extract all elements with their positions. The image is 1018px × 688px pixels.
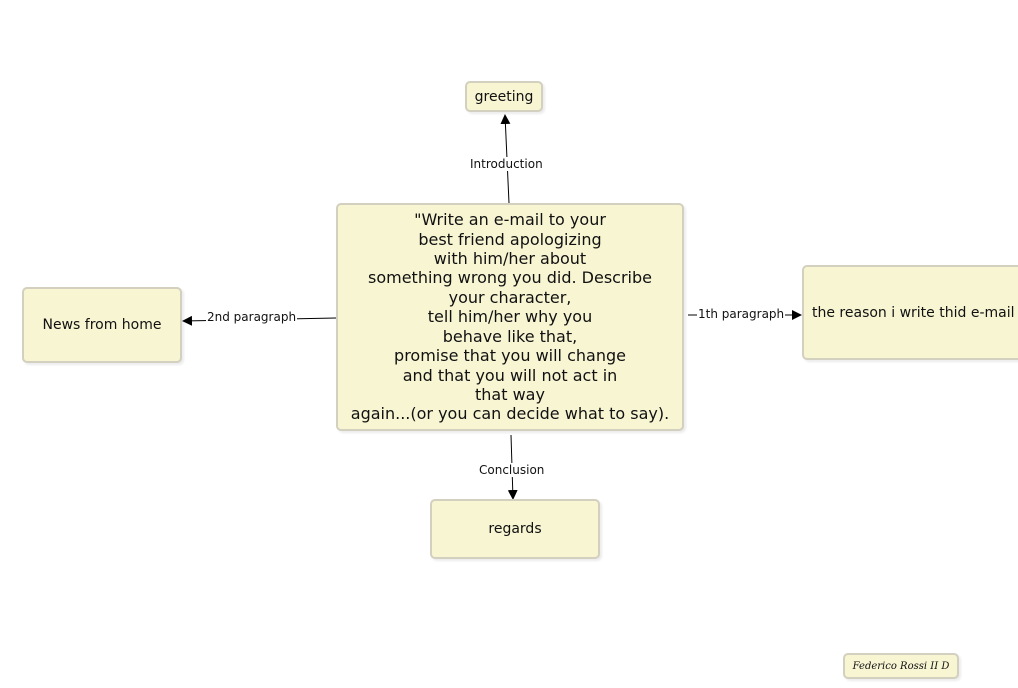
central-topic-node[interactable]: "Write an e-mail to your best friend apo… [336,203,684,431]
news-from-home-text: News from home [42,317,162,333]
author-text: Federico Rossi II D [852,660,950,672]
news-from-home-node[interactable]: News from home [22,287,182,363]
central-topic-text: "Write an e-mail to your best friend apo… [350,210,670,424]
greeting-node[interactable]: greeting [465,81,543,112]
second-paragraph-link-label: 2nd paragraph [206,310,298,324]
conclusion-link-label: Conclusion [478,463,546,477]
greeting-text: greeting [474,88,534,105]
reason-node[interactable]: the reason i write thid e-mail [802,265,1018,360]
reason-text: the reason i write thid e-mail [812,304,1015,321]
regards-node[interactable]: regards [430,499,600,559]
first-paragraph-link-label: 1th paragraph [697,307,786,321]
author-node[interactable]: Federico Rossi II D [843,653,959,679]
regards-text: regards [488,521,542,537]
introduction-link-label: Introduction [469,157,544,171]
